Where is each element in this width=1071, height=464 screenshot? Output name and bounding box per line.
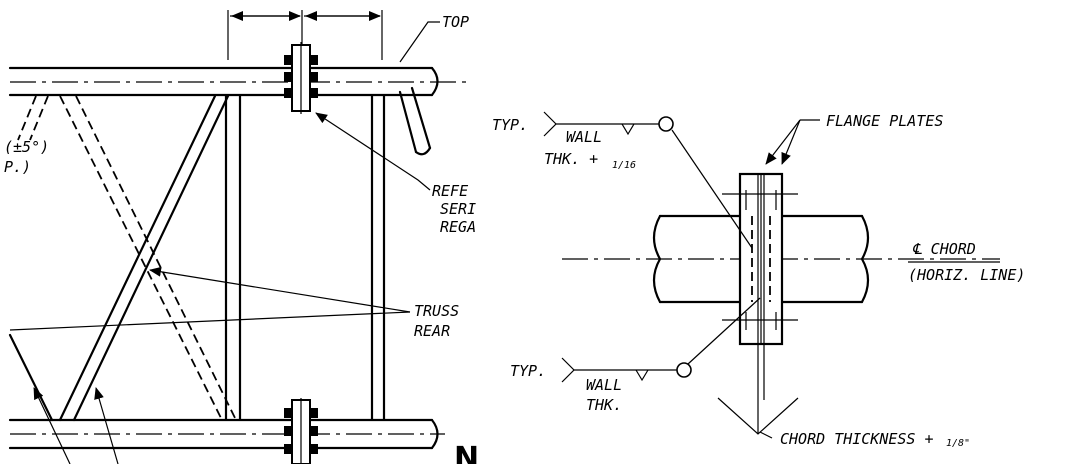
label-wall-top: WALL: [566, 128, 602, 146]
label-angle-line1: (±5°): [4, 138, 49, 156]
label-truss-line1: TRUSS: [414, 302, 459, 320]
label-truss-line2: REAR: [414, 322, 450, 340]
top-splice-plates: [284, 42, 318, 114]
left-leaders: [9, 21, 440, 464]
label-refer-line2: SERI: [440, 200, 476, 218]
label-chord-thickness: CHORD THICKNESS +: [780, 430, 934, 448]
label-thk-top: THK. +: [544, 150, 598, 168]
label-typ-bottom: TYP.: [510, 362, 546, 380]
label-refer-line1: REFE: [432, 182, 468, 200]
label-horiz-line: (HORIZ. LINE): [908, 266, 1025, 284]
label-chord-centerline: ℄ CHORD: [912, 240, 976, 258]
label-refer-line3: REGA: [440, 218, 476, 236]
label-thk-bottom: THK.: [586, 396, 622, 414]
label-wall-bottom: WALL: [586, 376, 622, 394]
flange-plate-assembly: [722, 172, 798, 400]
weld-symbols: [543, 111, 799, 435]
dimension-lines: [227, 10, 383, 60]
diagonal-brace: [8, 94, 230, 422]
truss-elevation-view: TOP REFE SERI REGA TRUSS REAR (±5°) P.) …: [4, 10, 479, 464]
bottom-chord: [8, 418, 445, 450]
hidden-brace: [17, 95, 237, 421]
flange-connection-detail: TYP. WALL THK. + 1/16 FLANGE PLATES ℄ CH…: [492, 111, 1025, 449]
label-flange-plates: FLANGE PLATES: [826, 112, 943, 130]
bottom-splice-plates: [284, 398, 318, 464]
vertical-posts: [224, 94, 386, 421]
label-bottom-letter: N: [454, 441, 479, 464]
label-top: TOP: [442, 13, 469, 31]
top-chord: [8, 66, 470, 156]
label-fraction-bottom: 1/8": [946, 438, 970, 449]
flange-leaders: [759, 119, 1000, 439]
label-fraction-top: 1/16: [612, 160, 636, 171]
label-typ-top: TYP.: [492, 116, 528, 134]
label-angle-line2: P.): [4, 158, 31, 176]
